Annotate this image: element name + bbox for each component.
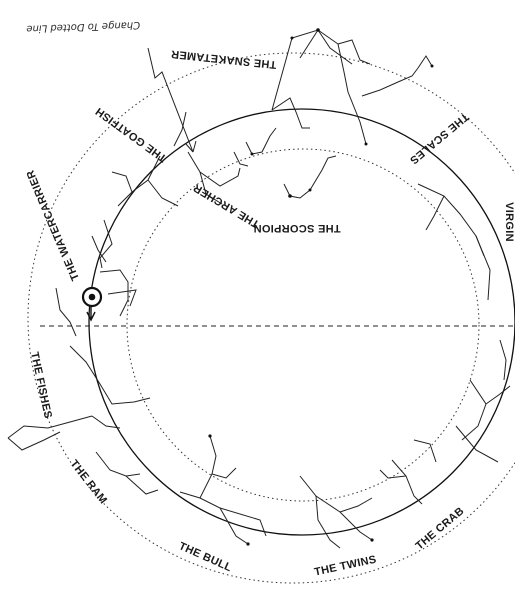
label-crab: THE CRAB [414,505,467,552]
label-goatfish: THE GOATFISH [93,105,169,164]
annotation-pointer-arrow [147,47,194,153]
constellation-crab-figure [379,439,437,505]
constellation-scales-figure [417,183,491,301]
label-snaketamer: THE SNAKETAMER [170,47,277,70]
constellation-fishes-figure [7,345,151,451]
label-virgin: VIRGIN [503,202,515,242]
inner-dotted-circle [126,148,480,502]
label-scales: THE SCALES [407,110,470,166]
constellation-watercarrier-figure [55,219,137,337]
annotation-text: Change To Dotted Line [26,19,140,34]
constellation-archer-figure [173,111,241,205]
label-fishes: THE FISHES [28,351,54,420]
label-ram: THE RAM [68,458,110,507]
constellation-virgin-figure [455,339,511,463]
ecliptic-circle [88,108,515,536]
label-watercarrier: THE WATERCARRIER [24,168,81,282]
constellation-scorpion-figure [233,127,337,199]
sun-marker-icon [81,286,103,308]
label-bull: THE BULL [177,540,234,574]
direction-arrow-icon [86,306,96,322]
label-archer: THE ARCHER [191,181,261,230]
label-twins: THE TWINS [313,554,377,579]
annotation-arrow-head [185,140,197,153]
constellation-snaketamer-figure [271,28,434,146]
constellation-ram-figure [95,451,159,495]
constellation-twins-figure [299,475,374,549]
constellation-bull-figure [179,434,267,546]
label-scorpion: THE SCORPION [253,222,340,234]
constellation-goatfish-figure [111,155,179,207]
